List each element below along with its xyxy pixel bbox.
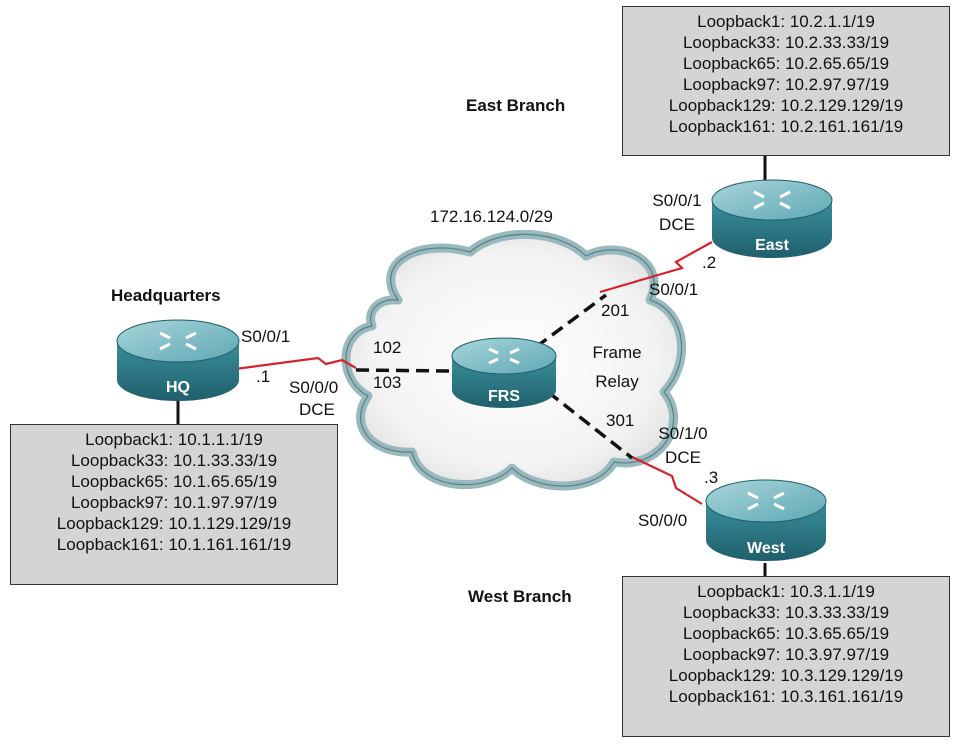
loopback-entry: Loopback65: 10.1.65.65/19 — [70, 472, 278, 491]
router-icon-frs[interactable]: FRS — [451, 337, 557, 408]
router-label-east: East — [755, 237, 789, 254]
frs-hq-dce-label: DCE — [299, 400, 335, 419]
west-serial-link — [629, 455, 703, 505]
west-interface-label: S0/0/0 — [638, 511, 688, 530]
site-title-west: West Branch — [468, 587, 572, 606]
loopback-entry: Loopback161: 10.1.161.161/19 — [56, 535, 292, 554]
loopback-entry: Loopback161: 10.3.161.161/19 — [668, 687, 904, 706]
east-interface-label: S0/0/1 — [649, 280, 699, 299]
loopback-entry: Loopback97: 10.3.97.97/19 — [682, 645, 890, 664]
router-label-hq: HQ — [166, 379, 190, 396]
dlci-301: 301 — [606, 411, 635, 430]
pvc-frs-east — [534, 293, 608, 349]
hq-serial-link — [227, 356, 357, 372]
cloud-label-line1: Frame — [592, 343, 642, 362]
router-icon-east[interactable]: East — [711, 179, 833, 258]
router-arrows-icon — [488, 347, 520, 365]
dlci-102: 102 — [373, 338, 402, 357]
dlci-103: 103 — [373, 373, 402, 392]
loopback-entry: Loopback1: 10.1.1.1/19 — [85, 430, 263, 449]
router-arrows-icon — [747, 491, 785, 511]
router-icon-west[interactable]: West — [705, 479, 827, 561]
router-label-west: West — [747, 540, 786, 557]
router-icon-hq[interactable]: HQ — [116, 319, 240, 401]
hq-interface-label: S0/0/1 — [241, 327, 291, 346]
east-ip-label: .2 — [702, 253, 717, 272]
hq-ip-label: .1 — [256, 367, 271, 386]
dlci-201: 201 — [601, 301, 630, 320]
network-address: 172.16.124.0/29 — [430, 207, 553, 226]
pvc-hq-frs — [355, 368, 451, 373]
loopback-entry: Loopback129: 10.3.129.129/19 — [668, 666, 904, 685]
loopback-entry: Loopback1: 10.3.1.1/19 — [697, 582, 875, 601]
loopback-entry: Loopback33: 10.1.33.33/19 — [70, 451, 278, 470]
frs-west-dce-label: DCE — [665, 448, 701, 467]
hq-loopback-box: Loopback1: 10.1.1.1/19 Loopback33: 10.1.… — [10, 424, 338, 585]
frs-hq-interface-label: S0/0/0 — [289, 378, 339, 397]
cloud-label-line2: Relay — [595, 372, 639, 391]
loopback-entry: Loopback65: 10.3.65.65/19 — [682, 624, 890, 643]
router-arrows-icon — [159, 331, 197, 351]
site-title-hq: Headquarters — [111, 286, 221, 305]
loopback-entry: Loopback129: 10.1.129.129/19 — [56, 514, 292, 533]
west-loopback-box: Loopback1: 10.3.1.1/19 Loopback33: 10.3.… — [622, 576, 950, 737]
loopback-entry: Loopback161: 10.2.161.161/19 — [668, 117, 904, 136]
loopback-entry: Loopback33: 10.2.33.33/19 — [682, 33, 890, 52]
loopback-entry: Loopback65: 10.2.65.65/19 — [682, 54, 890, 73]
east-loopback-box: Loopback1: 10.2.1.1/19 Loopback33: 10.2.… — [622, 6, 950, 156]
loopback-entry: Loopback97: 10.1.97.97/19 — [70, 493, 278, 512]
pvc-frs-west — [546, 390, 634, 460]
east-serial-link — [599, 241, 713, 294]
router-arrows-icon — [753, 190, 791, 210]
router-label-frs: FRS — [488, 388, 520, 405]
frs-west-interface-label: S0/1/0 — [658, 424, 708, 443]
loopback-entry: Loopback1: 10.2.1.1/19 — [697, 12, 875, 31]
site-title-east: East Branch — [466, 96, 566, 115]
frs-east-interface-label: S0/0/1 — [652, 191, 702, 210]
frs-east-dce-label: DCE — [659, 215, 695, 234]
west-ip-label: .3 — [704, 468, 719, 487]
loopback-entry: Loopback97: 10.2.97.97/19 — [682, 75, 890, 94]
loopback-entry: Loopback33: 10.3.33.33/19 — [682, 603, 890, 622]
loopback-entry: Loopback129: 10.2.129.129/19 — [668, 96, 904, 115]
